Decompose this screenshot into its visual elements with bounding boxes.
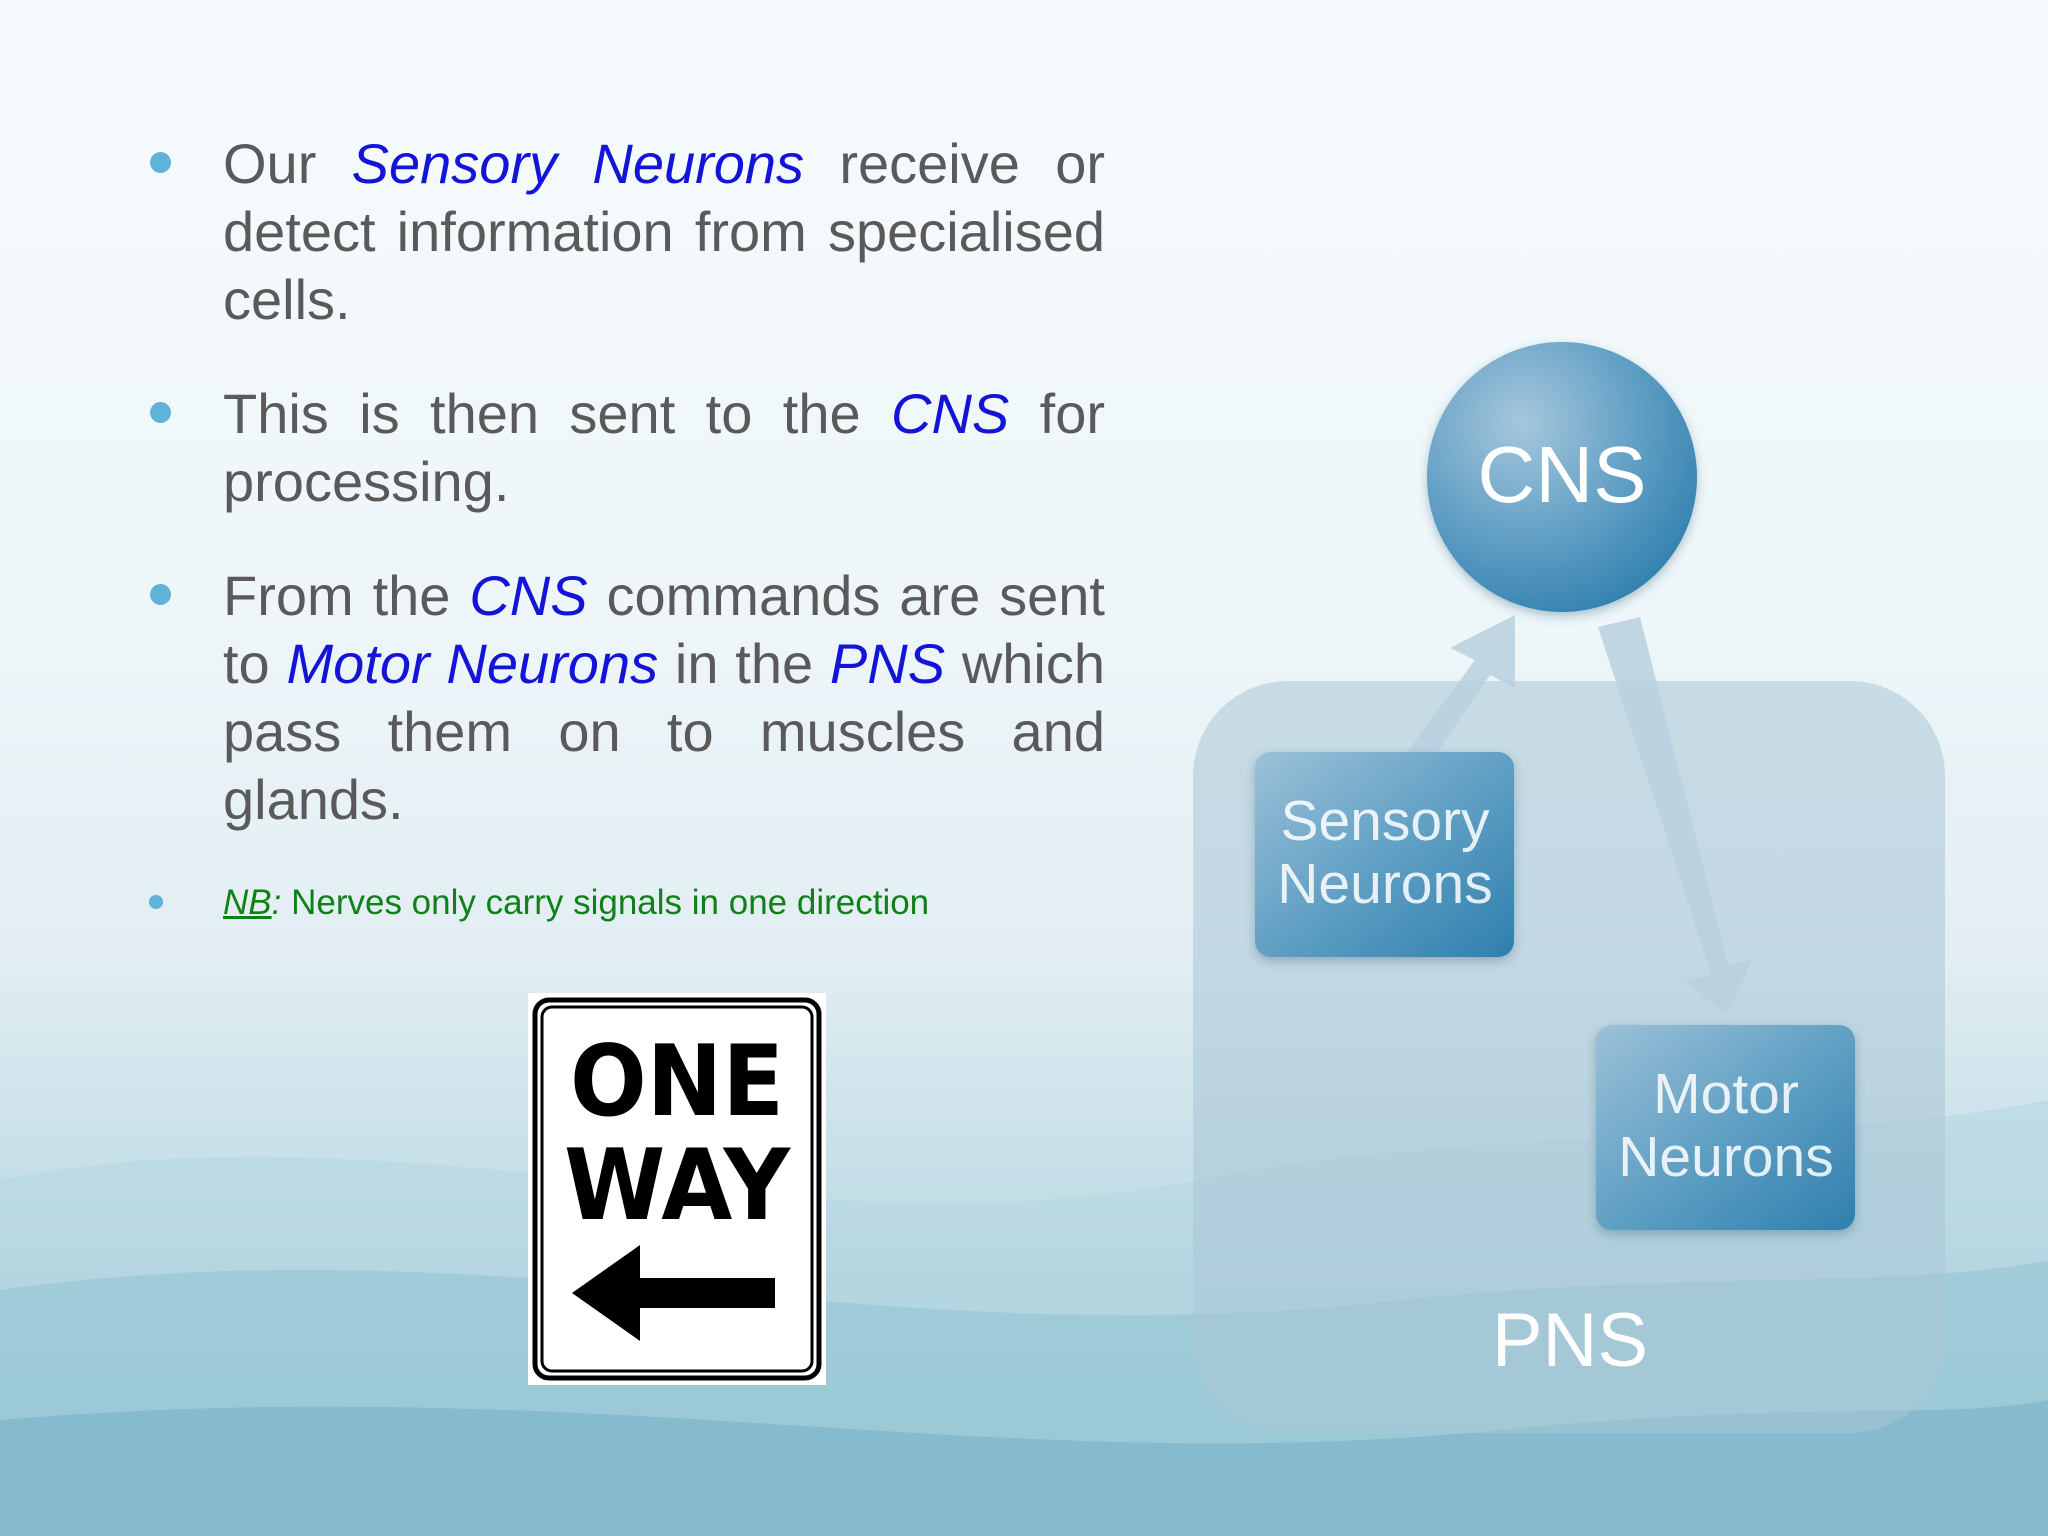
bullet-text: From the CNS commands are sent to Motor …: [223, 564, 1106, 831]
bullet-dot-icon: [150, 584, 171, 605]
arrow-up-icon: [1405, 615, 1515, 770]
sensory-neurons-node: [1255, 752, 1514, 957]
arrow-left-icon: [572, 1245, 775, 1341]
cns-label: CNS: [1478, 430, 1647, 519]
bullet-text: This is then sent to the CNS for process…: [223, 382, 1105, 513]
bullet-cns: This is then sent to the CNS for process…: [140, 380, 1105, 516]
bullet-text: Our Sensory Neurons receive or detect in…: [223, 132, 1105, 331]
bullet-list: Our Sensory Neurons receive or detect in…: [140, 130, 1105, 972]
bullet-dot-icon: [149, 895, 163, 909]
note-text: NB: Nerves only carry signals in one dir…: [223, 883, 930, 922]
bullet-sensory: Our Sensory Neurons receive or detect in…: [140, 130, 1105, 334]
cns-node: [1427, 342, 1697, 612]
bullet-dot-icon: [150, 402, 171, 423]
motor-label-line2: Neurons: [1618, 1125, 1833, 1189]
bullet-dot-icon: [150, 152, 171, 173]
pns-label: PNS: [1492, 1298, 1648, 1383]
motor-neurons-node: [1596, 1025, 1855, 1230]
sensory-label-line2: Neurons: [1277, 852, 1492, 916]
arrow-down-icon: [1598, 617, 1752, 1015]
bullet-motor: From the CNS commands are sent to Motor …: [140, 562, 1105, 834]
motor-label-line1: Motor: [1653, 1062, 1799, 1126]
bullet-note: NB: Nerves only carry signals in one dir…: [140, 880, 1105, 926]
sign-line-way: WAY: [564, 1129, 791, 1243]
sensory-label-line1: Sensory: [1280, 789, 1490, 853]
note-label: NB: [223, 883, 272, 922]
sign-line-one: ONE: [570, 1025, 784, 1139]
one-way-sign: ONE WAY: [528, 993, 826, 1385]
